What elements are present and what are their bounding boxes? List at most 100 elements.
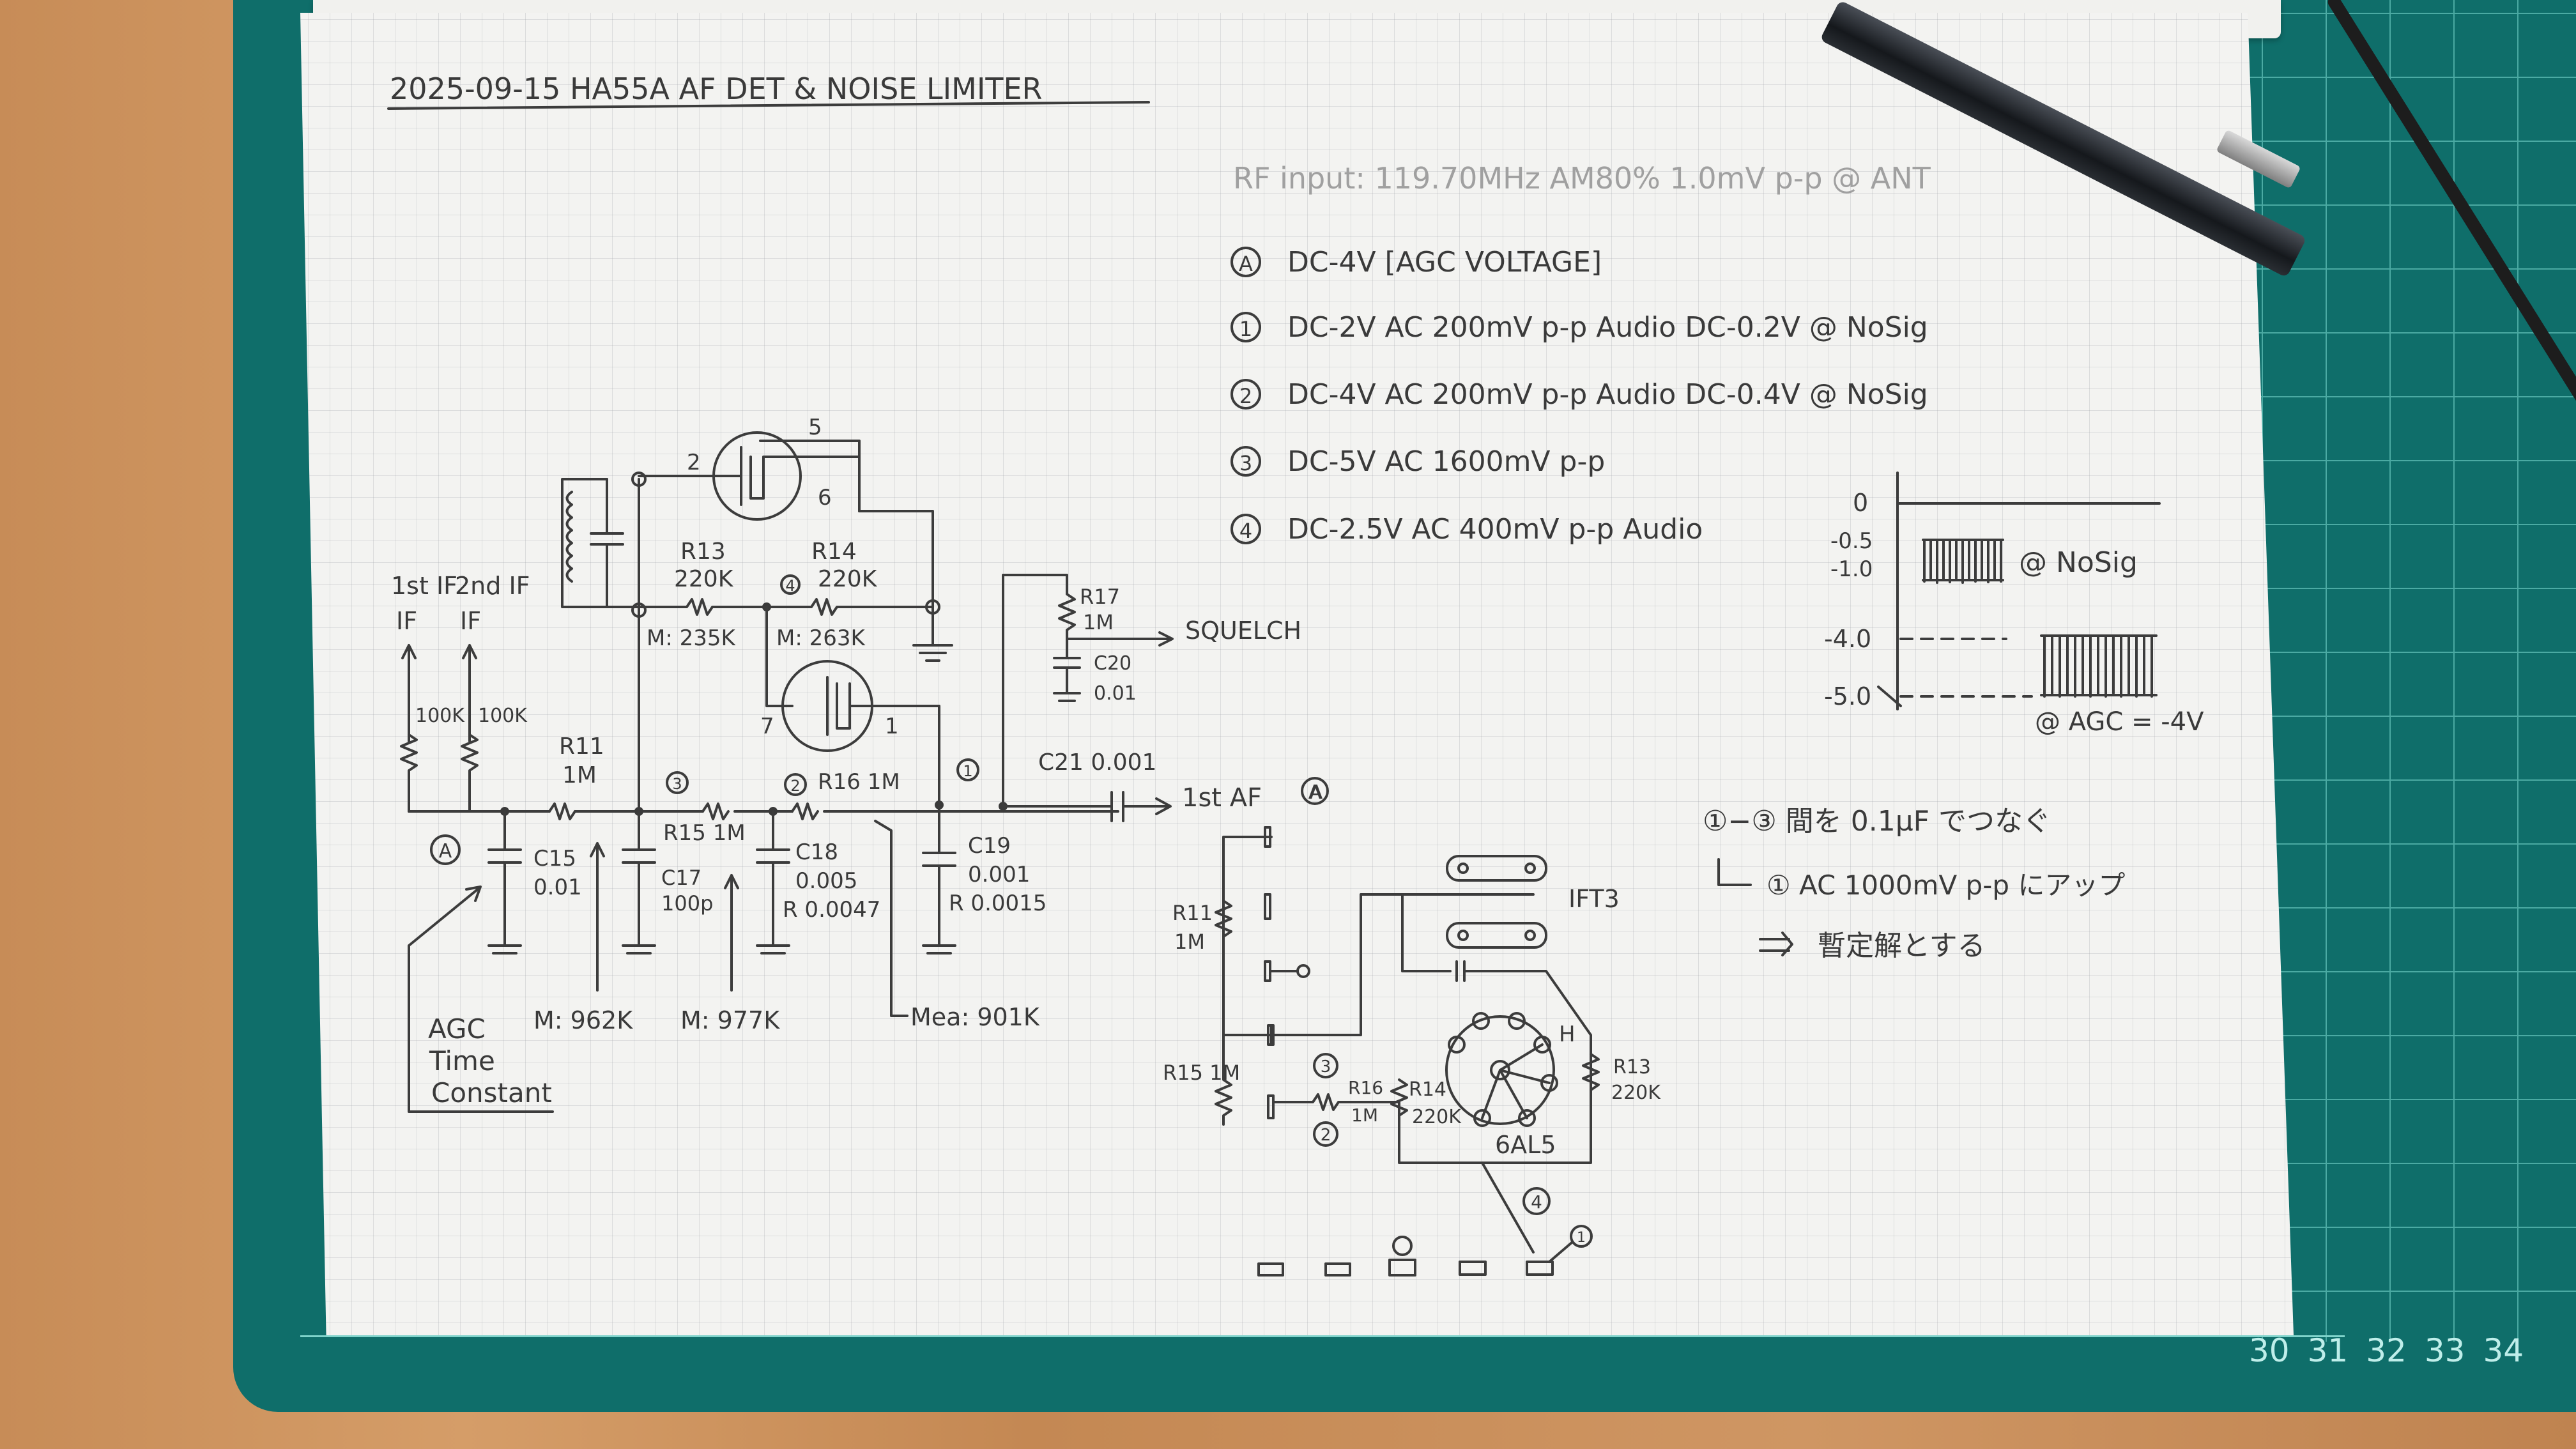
c18-capacitor — [756, 810, 790, 954]
c15-capacitor — [487, 810, 522, 954]
r16-value: 1M — [1351, 1105, 1378, 1126]
marker-label: 1 — [1577, 1230, 1586, 1246]
marker-label: 3 — [1239, 451, 1252, 475]
c19-real: R 0.0015 — [949, 891, 1046, 916]
c17-name: C17 — [661, 866, 702, 890]
agc-tc-line3: Constant — [431, 1077, 552, 1108]
mat-number: 33 — [2424, 1332, 2465, 1369]
r17-value: 1M — [1083, 610, 1114, 634]
note-line-2: ① AC 1000mV p-p にアップ — [1767, 870, 2125, 901]
double-arrow-icon — [1759, 931, 1793, 956]
c15-value: 0.01 — [533, 875, 582, 900]
if-coil — [561, 478, 640, 608]
c19-capacitor — [922, 804, 956, 954]
c17-measured: M: 977K — [680, 1006, 780, 1034]
r17-name: R17 — [1080, 585, 1120, 609]
left-schematic: 1st IF 2nd IF IF IF 100K 100K R11 1M R15… — [391, 415, 1329, 1113]
if-label-1st: 1st IF — [391, 572, 457, 600]
r11-value: 1M — [562, 762, 597, 788]
r16-label: R16 1M — [818, 769, 900, 795]
mat-number: 32 — [2366, 1332, 2407, 1369]
r14-measured: M: 263K — [776, 625, 866, 651]
mat-number: 31 — [2307, 1332, 2349, 1369]
r13-resistor — [1582, 1053, 1600, 1091]
level-label: 0 — [1853, 489, 1868, 517]
measurement-list: A DC-4V [AGC VOLTAGE] 1 DC-2V AC 200mV p… — [1230, 246, 1928, 546]
rf-input-note: RF input: 119.70MHz AM80% 1.0mV p-p @ AN… — [1233, 161, 1931, 195]
fix-notes: ①−③ 間を 0.1μF でつなぐ ① AC 1000mV p-p にアップ 暫… — [1703, 805, 2125, 962]
r14-value: 220K — [818, 566, 878, 592]
r14-name: R14 — [1409, 1078, 1446, 1101]
measurement-text: DC-5V AC 1600mV p-p — [1287, 445, 1605, 478]
agc-label: @ AGC = -4V — [2035, 707, 2204, 737]
r11-value: 1M — [1174, 930, 1205, 954]
first-af-label: 1st AF — [1182, 783, 1262, 813]
cutting-mat-grid — [2249, 0, 2576, 1342]
r13-r14-resistors — [638, 598, 934, 616]
pin-label: 6 — [818, 485, 832, 510]
squelch-label: SQUELCH — [1185, 617, 1301, 645]
nosig-waveform — [1922, 539, 2004, 584]
note-line-3: 暫定解とする — [1818, 930, 1986, 962]
pin-label: 5 — [808, 415, 822, 440]
cutting-mat-numbers: 30 31 32 33 34 — [2249, 1332, 2524, 1369]
right-schematic: A R11 1M IFT3 R13 220K H 6AL5 — [1163, 781, 1661, 1276]
measure-arrows — [590, 820, 908, 1017]
r16-name: R16 — [1348, 1077, 1383, 1098]
r15-label: R15 1M — [1163, 1061, 1240, 1085]
marker-label: 4 — [785, 577, 795, 595]
c17-capacitor — [622, 810, 656, 954]
graph-paper-sheet — [300, 13, 2294, 1335]
r15-resistor — [1215, 1024, 1273, 1126]
c18-name: C18 — [795, 839, 838, 865]
marker-label: A — [1308, 781, 1322, 804]
r13-value: 220K — [1611, 1082, 1661, 1104]
measurement-text: DC-4V [AGC VOLTAGE] — [1287, 246, 1602, 279]
marker-label: 3 — [1321, 1057, 1331, 1077]
measurement-text: DC-2V AC 200mV p-p Audio DC-0.2V @ NoSig — [1287, 311, 1928, 344]
ift3-label: IFT3 — [1568, 885, 1620, 913]
waveform-sketch: 0 -0.5 -1.0 -4.0 -5.0 @ NoSig @ AGC = -4… — [1824, 471, 2204, 737]
title-underline — [387, 101, 1150, 110]
pin-h-label: H — [1559, 1022, 1575, 1047]
c19-value: 0.001 — [968, 862, 1030, 887]
marker-label: 2 — [790, 777, 800, 795]
r13-name: R13 — [1613, 1056, 1651, 1078]
r16-r14-resistors — [1272, 1078, 1483, 1164]
pin-label: 2 — [687, 450, 701, 475]
if-resistors — [400, 733, 479, 813]
marker-label: 4 — [1239, 519, 1252, 543]
marker-label: 2 — [1239, 384, 1252, 408]
r13-measured: M: 235K — [647, 625, 736, 651]
nosig-label: @ NoSig — [2019, 546, 2138, 579]
level-label: -0.5 — [1830, 528, 1873, 554]
c21-label: C21 0.001 — [1038, 749, 1156, 776]
agc-tc-line2: Time — [429, 1045, 495, 1077]
measurement-row-a: A DC-4V [AGC VOLTAGE] — [1230, 246, 1602, 279]
r14-name: R14 — [811, 539, 857, 565]
if-resistor-value: 100K — [415, 705, 465, 727]
r11-resistor — [548, 802, 576, 820]
mea-measured: Mea: 901K — [910, 1003, 1040, 1031]
measurement-row-2: 2 DC-4V AC 200mV p-p Audio DC-0.4V @ NoS… — [1230, 378, 1928, 411]
c15-measured: M: 962K — [533, 1006, 633, 1034]
c17-value: 100p — [661, 891, 713, 916]
r11-resistor — [1215, 900, 1232, 938]
level-label: -5.0 — [1824, 682, 1871, 710]
r15-r16-resistors — [702, 802, 819, 820]
pin-label: 1 — [885, 714, 899, 739]
tube-socket-6al5 — [1445, 1015, 1555, 1125]
marker-label: A — [1239, 252, 1253, 276]
note-line-1: ①−③ 間を 0.1μF でつなぐ — [1703, 805, 2051, 838]
ift3-terminal — [1446, 922, 1547, 949]
c19-name: C19 — [968, 833, 1011, 859]
marker-label: 3 — [672, 775, 682, 793]
marker-label: 1 — [963, 762, 972, 780]
c15-name: C15 — [533, 846, 576, 871]
mat-number: 34 — [2483, 1332, 2524, 1369]
agc-tc-line1: AGC — [428, 1013, 486, 1045]
if-label-2nd: 2nd IF — [455, 572, 530, 600]
marker-label: 1 — [1239, 317, 1252, 341]
r11-name: R11 — [559, 733, 604, 760]
